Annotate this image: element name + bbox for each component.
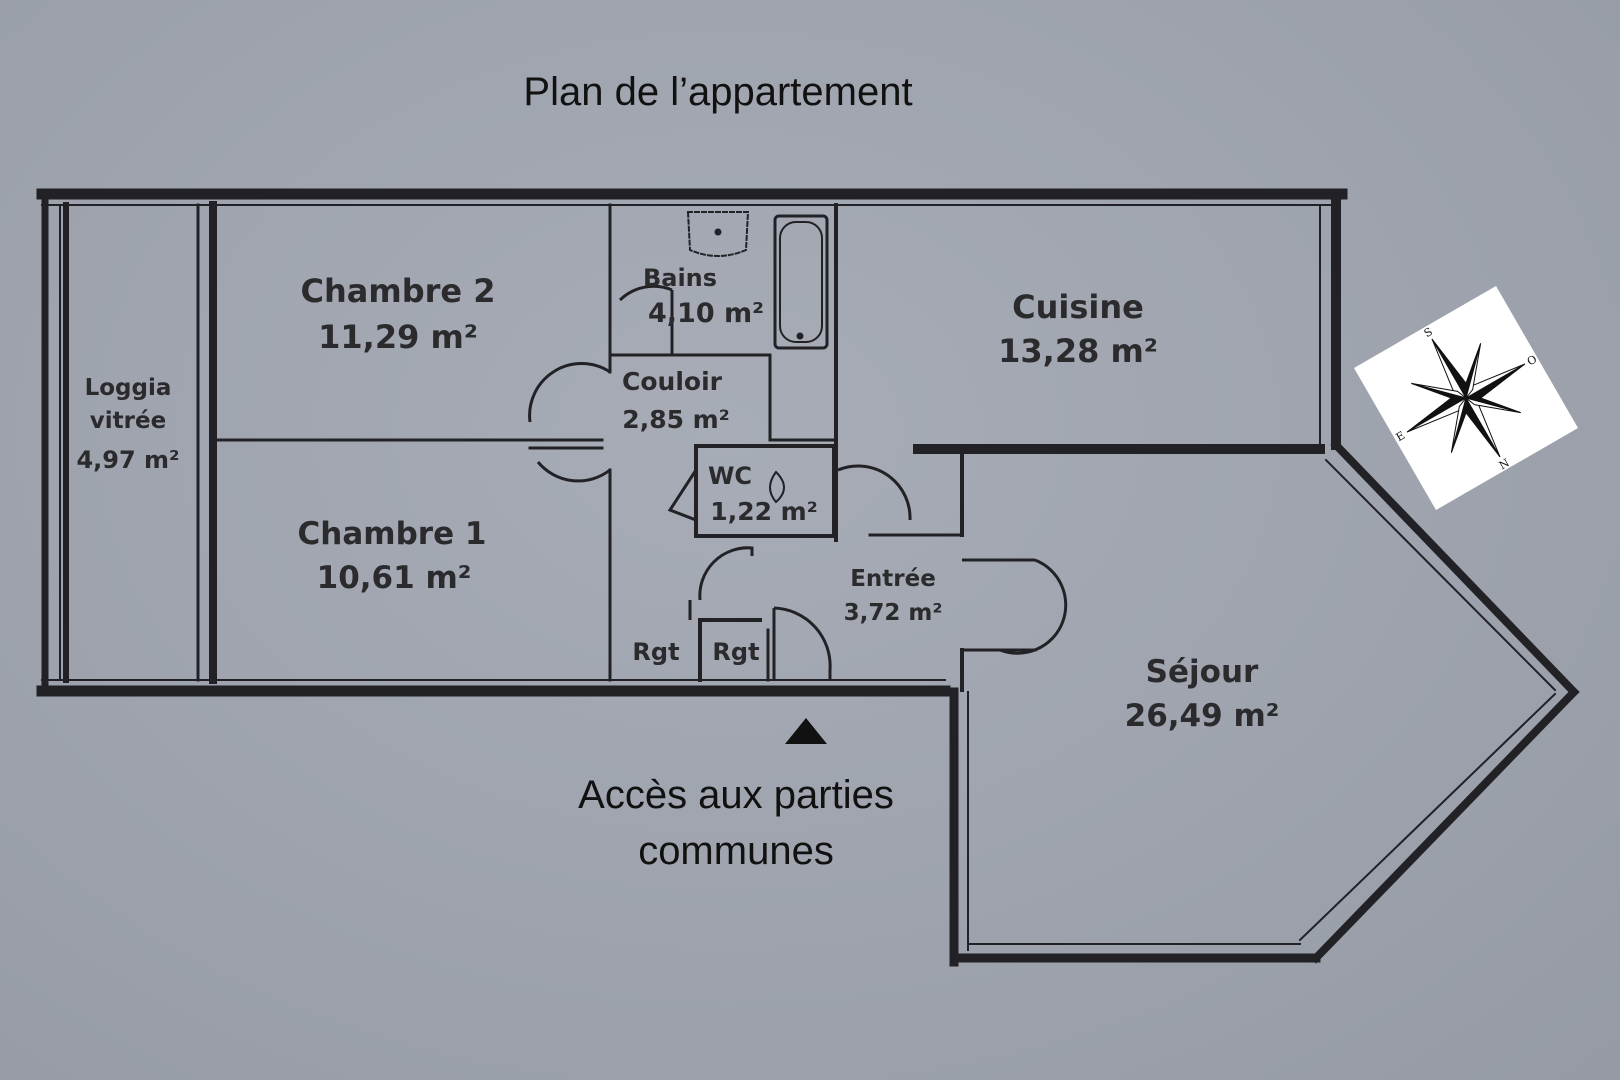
- loggia-name-1: Loggia: [85, 375, 172, 401]
- sejour-name: Séjour: [1146, 654, 1259, 690]
- room-chambre-1: Chambre 1 10,61 m²: [298, 516, 487, 596]
- door-swings: [528, 284, 1068, 680]
- compass-rose-icon: S O N E: [1353, 285, 1579, 511]
- room-chambre-2: Chambre 2 11,29 m²: [301, 272, 496, 356]
- plan-title: Plan de l’appartement: [523, 70, 912, 114]
- bains-area: 4,10 m²: [648, 298, 764, 329]
- loggia-area: 4,97 m²: [76, 446, 179, 474]
- room-sejour: Séjour 26,49 m²: [1125, 654, 1280, 734]
- rgt-2-name: Rgt: [712, 638, 759, 666]
- room-loggia: Loggia vitrée 4,97 m²: [76, 375, 179, 474]
- chambre1-name: Chambre 1: [298, 516, 487, 552]
- rgt-1-name: Rgt: [632, 638, 679, 666]
- couloir-name: Couloir: [622, 367, 723, 396]
- bains-name: Bains: [643, 264, 717, 292]
- loggia-name-2: vitrée: [90, 408, 166, 434]
- wc-name: WC: [708, 462, 752, 490]
- room-entree: Entrée 3,72 m²: [844, 566, 943, 626]
- chambre1-area: 10,61 m²: [317, 560, 472, 596]
- walls: [36, 188, 1580, 967]
- chambre2-area: 11,29 m²: [318, 318, 478, 356]
- wc-area: 1,22 m²: [710, 497, 817, 526]
- room-bains: Bains 4,10 m²: [643, 264, 764, 329]
- entree-name: Entrée: [850, 566, 936, 592]
- access-label-2: communes: [638, 829, 834, 873]
- entree-area: 3,72 m²: [844, 600, 943, 626]
- access-arrow-icon: [785, 718, 827, 744]
- sejour-area: 26,49 m²: [1125, 698, 1280, 734]
- room-wc: WC 1,22 m²: [708, 462, 818, 526]
- cuisine-name: Cuisine: [1012, 288, 1144, 326]
- chambre2-name: Chambre 2: [301, 272, 496, 310]
- access-label-1: Accès aux parties: [578, 773, 894, 817]
- cuisine-area: 13,28 m²: [998, 332, 1158, 370]
- couloir-area: 2,85 m²: [622, 405, 729, 434]
- room-cuisine: Cuisine 13,28 m²: [998, 288, 1158, 370]
- room-couloir: Couloir 2,85 m²: [622, 367, 730, 434]
